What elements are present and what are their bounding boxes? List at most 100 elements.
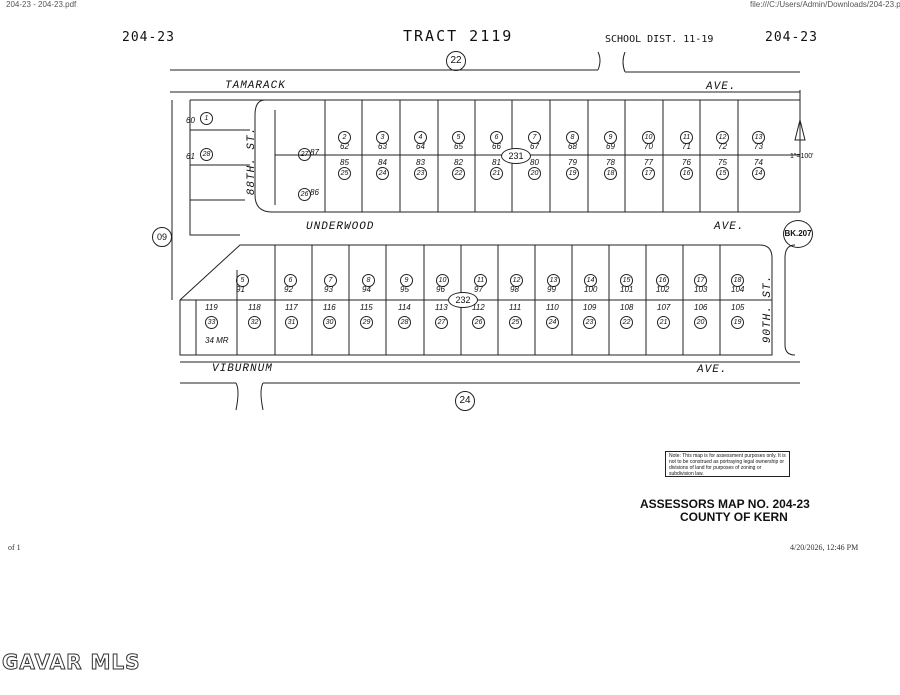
lot-number: 87 (310, 148, 319, 157)
lot-number: 103 (694, 285, 708, 294)
lot-number: 71 (682, 142, 691, 151)
lot-number: 94 (362, 285, 371, 294)
lot-circle: 24 (546, 316, 559, 329)
lot-number: 34 MR (205, 336, 229, 345)
lot-number: 81 (492, 158, 501, 167)
lot-circle: 31 (285, 316, 298, 329)
lot-number: 75 (718, 158, 727, 167)
assessment-note: Note: This map is for assessment purpose… (665, 451, 790, 477)
lot-circle: 8 (362, 274, 375, 287)
lot-number: 105 (731, 303, 745, 312)
lot-circle: 28 (200, 148, 213, 161)
lot-circle: 16 (680, 167, 693, 180)
lot-number: 115 (360, 303, 373, 312)
lot-circle: 11 (474, 274, 487, 287)
county-name: COUNTY OF KERN (680, 510, 788, 524)
lot-number: 62 (340, 142, 349, 151)
street-viburnum-ave: AVE. (697, 364, 728, 376)
tract-title: TRACT 2119 (403, 27, 514, 45)
lot-circle: 22 (452, 167, 465, 180)
block-232-label: 232 (448, 292, 478, 308)
lot-circle: 17 (694, 274, 707, 287)
lot-number: 106 (694, 303, 708, 312)
page-count: of 1 (8, 543, 21, 552)
lot-number: 77 (644, 158, 653, 167)
lot-circle: 8 (566, 131, 579, 144)
lot-circle: 20 (694, 316, 707, 329)
lot-circle: 18 (731, 274, 744, 287)
ref-circle-south: 24 (455, 391, 475, 411)
lot-circle: 30 (323, 316, 336, 329)
lot-number: 101 (620, 285, 634, 294)
lot-circle: 15 (620, 274, 633, 287)
lot-circle: 6 (284, 274, 297, 287)
lot-circle: 16 (656, 274, 669, 287)
book-ref-circle: BK.207 (783, 220, 813, 248)
lot-circle: 15 (716, 167, 729, 180)
lot-circle: 33 (205, 316, 218, 329)
map-number-left: 204-23 (122, 30, 175, 45)
lot-circle: 17 (642, 167, 655, 180)
street-viburnum: VIBURNUM (212, 363, 273, 375)
lot-circle: 14 (584, 274, 597, 287)
lot-number: 70 (644, 142, 653, 151)
street-tamarack: TAMARACK (225, 80, 286, 92)
lot-circle: 32 (248, 316, 261, 329)
lot-number: 109 (583, 303, 597, 312)
lot-number: 61 (186, 152, 195, 161)
lot-circle: 5 (452, 131, 465, 144)
lot-number: 114 (398, 303, 411, 312)
lot-circle: 26 (298, 188, 311, 201)
lot-number: 118 (248, 303, 261, 312)
lot-circle: 5 (236, 274, 249, 287)
lot-circle: 12 (510, 274, 523, 287)
lot-number: 112 (472, 303, 485, 312)
lot-number: 60 (186, 116, 195, 125)
map-number-right: 204-23 (765, 30, 818, 45)
lot-circle: 25 (338, 167, 351, 180)
lot-circle: 27 (298, 148, 311, 161)
lot-circle: 3 (376, 131, 389, 144)
lot-number: 107 (657, 303, 671, 312)
lot-circle: 18 (604, 167, 617, 180)
street-tamarack-ave: AVE. (706, 81, 737, 93)
lot-number: 97 (474, 285, 483, 294)
lot-circle: 13 (547, 274, 560, 287)
block-231-label: 231 (501, 148, 531, 164)
lot-number: 113 (435, 303, 448, 312)
lot-circle: 6 (490, 131, 503, 144)
lot-number: 68 (568, 142, 577, 151)
lot-number: 116 (323, 303, 336, 312)
lot-number: 96 (436, 285, 445, 294)
lot-circle: 4 (414, 131, 427, 144)
lot-number: 95 (400, 285, 409, 294)
lot-circle: 29 (360, 316, 373, 329)
lot-number: 104 (731, 285, 745, 294)
lot-circle: 9 (400, 274, 413, 287)
lot-number: 98 (510, 285, 519, 294)
lot-circle: 7 (324, 274, 337, 287)
ref-circle-west: 09 (152, 227, 172, 247)
lot-number: 74 (754, 158, 763, 167)
lot-circle: 21 (657, 316, 670, 329)
lot-circle: 23 (414, 167, 427, 180)
lot-circle: 13 (752, 131, 765, 144)
lot-circle: 7 (528, 131, 541, 144)
lot-number: 69 (606, 142, 615, 151)
lot-circle: 28 (398, 316, 411, 329)
map-scale: 1"=100' (790, 153, 814, 160)
street-90th: 90TH. ST. (762, 274, 775, 344)
lot-number: 73 (754, 142, 763, 151)
lot-number: 72 (718, 142, 727, 151)
lot-number: 78 (606, 158, 615, 167)
lot-number: 92 (284, 285, 293, 294)
mls-watermark: GAVAR MLS (2, 650, 141, 675)
lot-number: 91 (236, 285, 245, 294)
lot-number: 65 (454, 142, 463, 151)
street-underwood: UNDERWOOD (306, 221, 375, 233)
file-name: 204-23 - 204-23.pdf (6, 0, 77, 9)
street-88th: 88TH. ST. (246, 126, 259, 196)
lot-circle: 1 (200, 112, 213, 125)
lot-number: 66 (492, 142, 501, 151)
